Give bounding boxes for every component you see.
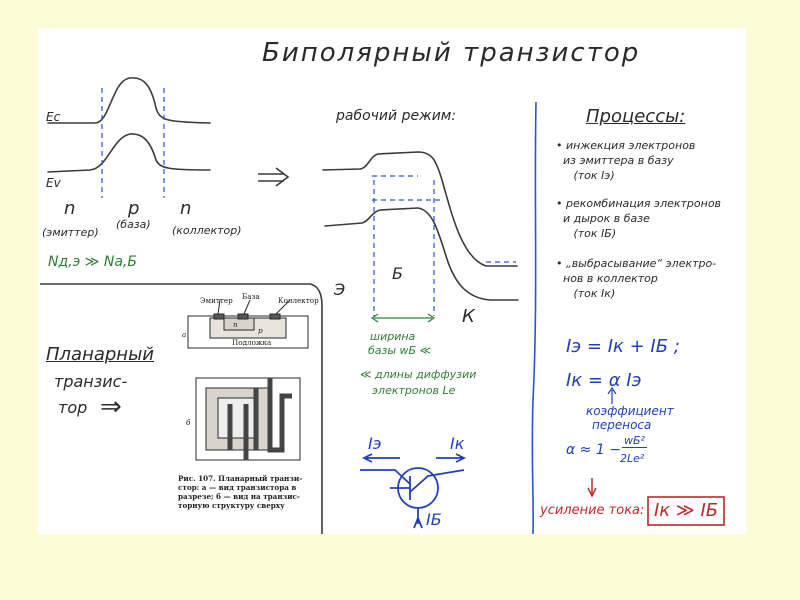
collector-lead: [409, 469, 465, 493]
ev-label: Ev: [46, 176, 61, 190]
base-width-relation: базы wБ ≪: [368, 344, 432, 357]
valence-band-curve: [47, 133, 211, 173]
symbol-ie-label: Iэ: [368, 434, 382, 453]
doping-relation: Nд,э ≫ Nа,Б: [48, 254, 137, 270]
ie-arrow: [361, 453, 400, 463]
diffusion-length-label-2: электронов Lе: [372, 384, 456, 397]
conduction-band-curve: [47, 77, 211, 124]
fig-n-label: n: [233, 320, 238, 329]
region-emitter-type: n: [64, 198, 76, 219]
processes-title: Процессы:: [586, 106, 686, 127]
fig-b-label: б: [186, 418, 191, 427]
gain-relation: Iк ≫ IБ: [654, 500, 719, 521]
planar-line3: тор: [58, 398, 88, 417]
symbol-ib-label: IБ: [426, 510, 442, 529]
process-collection: • „выбрасывание“ электро- нов в коллекто…: [556, 257, 717, 300]
alpha-denominator: 2Lе²: [620, 452, 645, 465]
region-base-type: p: [128, 198, 140, 219]
figure-caption: Рис. 107. Планарный транзи-стор: а — вид…: [178, 474, 303, 510]
planar-figure-b: [195, 377, 301, 461]
alpha-numerator: wБ²: [622, 434, 647, 448]
gain-box-frame: [647, 496, 725, 526]
work-mode-title: рабочий режим:: [336, 108, 457, 124]
work-conduction-curve: [322, 151, 518, 267]
gain-label: усиление тока:: [540, 503, 645, 518]
region-base-label: (база): [116, 218, 151, 231]
planar-figure-a: [187, 299, 309, 349]
diffusion-length-label: ≪ длины диффузии: [360, 368, 477, 381]
ib-arrow: [413, 515, 423, 529]
planar-frame: [40, 283, 323, 534]
symbol-ik-label: Iк: [450, 434, 465, 453]
planar-title: Планарный: [46, 344, 154, 365]
process-recombination: • рекомбинация электронов и дырок в базе…: [556, 197, 722, 240]
coefficient-label-2: переноса: [592, 418, 652, 432]
fig-collector-label: Коллектор: [278, 296, 319, 305]
planar-arrow: ⇒: [100, 392, 122, 422]
fig-p-label: p: [258, 326, 263, 335]
work-k-label: К: [462, 306, 475, 327]
coef-arrow: [607, 386, 617, 404]
ec-label: Ec: [46, 110, 61, 124]
drawing-sheet: [38, 28, 746, 534]
region-collector-type: n: [180, 198, 192, 219]
divider-line: [531, 101, 537, 535]
ik-arrow: [436, 453, 467, 463]
process-injection: • инжекция электронов из эмиттера в базу…: [556, 139, 696, 182]
transfer-equation: Iк = α Iэ: [566, 370, 642, 391]
fig-a-label: а: [182, 330, 187, 339]
coefficient-label: коэффициент: [586, 404, 674, 418]
base-width-label: ширина: [370, 330, 416, 343]
alpha-approx: α ≈ 1 −: [566, 442, 621, 458]
current-sum-equation: Iэ = Iк + IБ ;: [566, 336, 680, 357]
fig-base-label: База: [242, 292, 260, 301]
work-b-label: Б: [392, 264, 403, 283]
fig-emitter-label: Эмиттер: [200, 296, 233, 305]
region-emitter-label: (эмиттер): [42, 226, 99, 239]
implication-arrow: [258, 167, 290, 187]
region-collector-label: (коллектор): [172, 224, 242, 237]
fig-substrate-label: Подложка: [232, 338, 272, 347]
page-title: Биполярный транзистор: [262, 38, 641, 68]
emitter-lead: [360, 469, 411, 485]
planar-line2: транзис-: [54, 372, 128, 391]
work-valence-curve: [324, 207, 519, 301]
gain-arrow: [587, 478, 597, 498]
work-e-label: Э: [334, 280, 346, 299]
